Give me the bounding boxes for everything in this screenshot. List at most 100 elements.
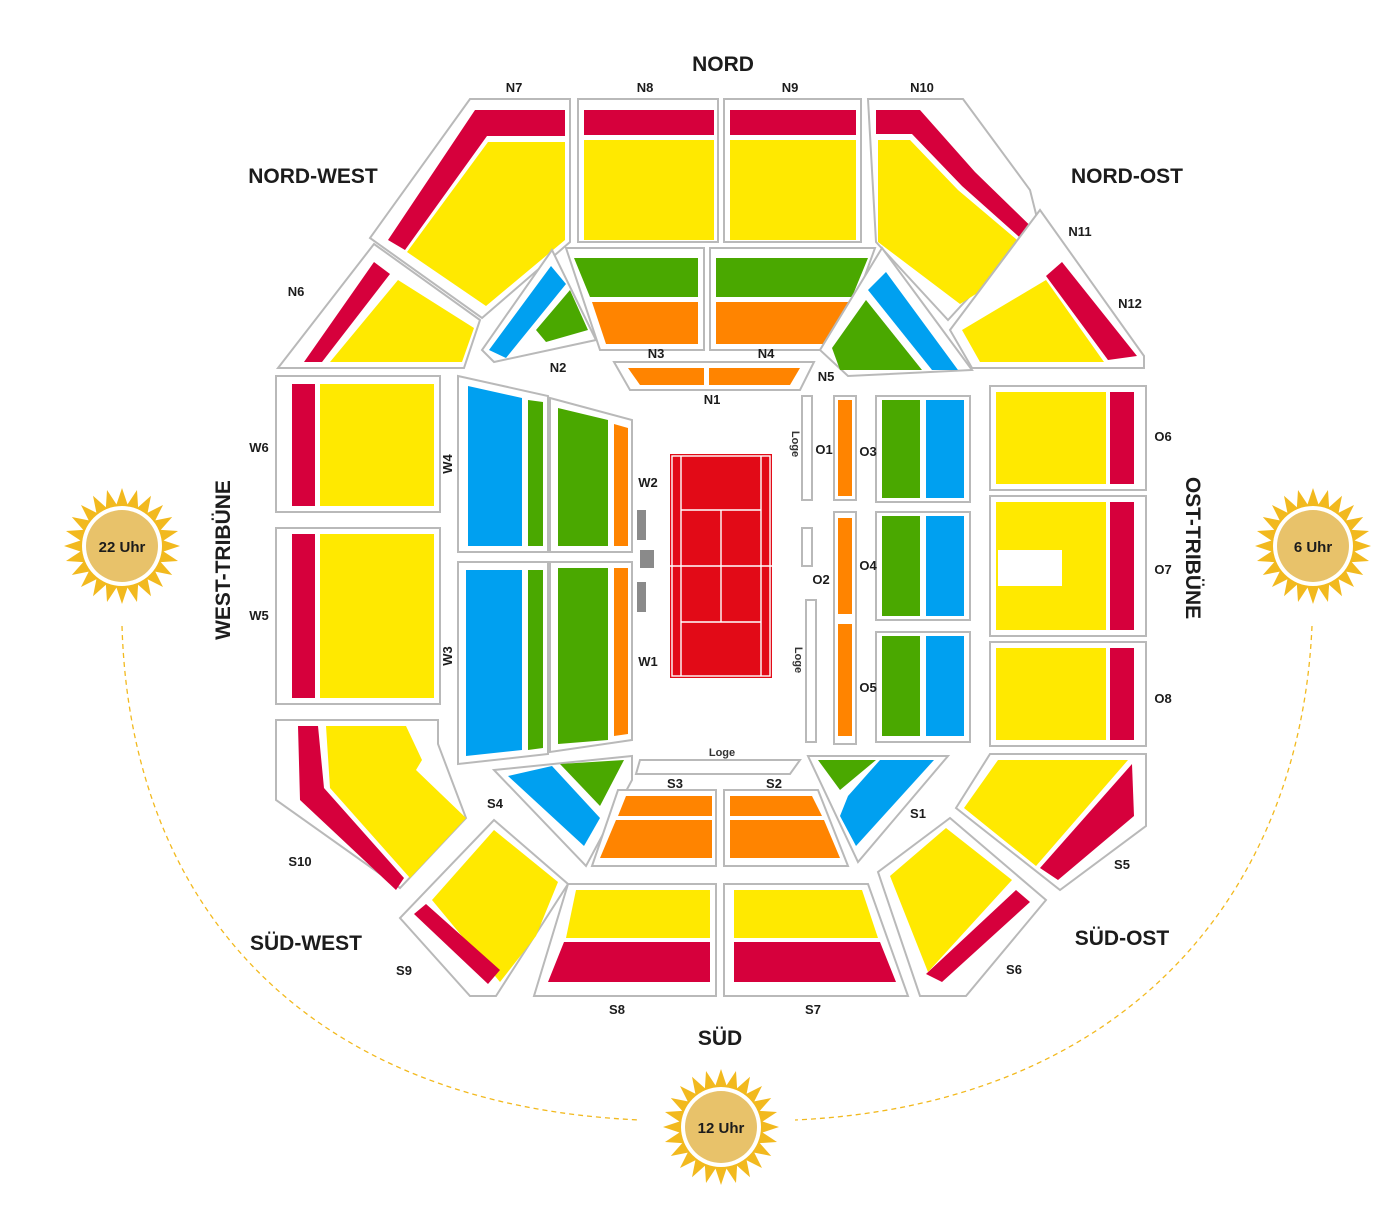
section-label-S9: S9 xyxy=(396,963,412,978)
section-S7[interactable] xyxy=(723,883,910,997)
section-label-N12: N12 xyxy=(1118,296,1142,311)
section-N2[interactable] xyxy=(480,248,598,364)
area-label-sued-ost: SÜD-OST xyxy=(1075,927,1170,950)
section-label-S8: S8 xyxy=(609,1002,625,1017)
section-label-N3: N3 xyxy=(648,346,665,361)
section-label-S10: S10 xyxy=(288,854,311,869)
section-S10[interactable] xyxy=(275,719,468,890)
section-label-W4: W4 xyxy=(440,453,455,473)
sun-time-south: 12 Uhr xyxy=(698,1120,745,1137)
section-label-N2: N2 xyxy=(550,360,567,375)
section-label-W2: W2 xyxy=(638,475,658,490)
sun-path-east xyxy=(794,625,1313,1121)
section-label-O3: O3 xyxy=(859,444,876,459)
sun-time-east: 6 Uhr xyxy=(1294,539,1333,556)
area-label-sued: SÜD xyxy=(698,1027,742,1050)
section-label-W6: W6 xyxy=(249,440,269,455)
section-O3[interactable] xyxy=(875,395,971,503)
section-N5[interactable] xyxy=(818,246,974,378)
section-S6[interactable] xyxy=(876,816,1048,997)
section-label-N6: N6 xyxy=(288,284,305,299)
section-S2[interactable] xyxy=(723,789,850,867)
section-label-N7: N7 xyxy=(506,80,523,95)
section-label-O6: O6 xyxy=(1154,429,1171,444)
area-label-nord: NORD xyxy=(692,53,754,76)
section-label-S5: S5 xyxy=(1114,857,1130,872)
section-label-S2: S2 xyxy=(766,776,782,791)
section-N7[interactable] xyxy=(368,98,571,320)
loge-east-lower xyxy=(805,599,817,743)
section-label-O1: O1 xyxy=(815,442,832,457)
area-label-ost: OST-TRIBÜNE xyxy=(1181,477,1204,619)
section-label-S1: S1 xyxy=(910,806,926,821)
section-S8[interactable] xyxy=(532,883,717,997)
section-label-S4: S4 xyxy=(487,796,504,811)
loge-east-small xyxy=(801,527,813,567)
section-label-W1: W1 xyxy=(638,654,658,669)
sun-icon-south xyxy=(663,1069,779,1185)
grey-blocks-west xyxy=(637,510,654,612)
section-S9[interactable] xyxy=(398,818,570,997)
section-S3[interactable] xyxy=(590,789,717,867)
loge-east-upper xyxy=(801,395,813,501)
section-label-O7: O7 xyxy=(1154,562,1171,577)
loge-label-east-upper: Loge xyxy=(789,431,801,457)
area-label-nord-ost: NORD-OST xyxy=(1071,165,1183,188)
tennis-court xyxy=(670,454,772,678)
section-O4[interactable] xyxy=(875,511,971,621)
section-label-W3: W3 xyxy=(440,646,455,666)
section-label-O4: O4 xyxy=(859,558,877,573)
section-W5[interactable] xyxy=(275,527,441,705)
loge-label-east-lower: Loge xyxy=(792,647,804,673)
section-label-S6: S6 xyxy=(1006,962,1022,977)
section-N4-upper[interactable] xyxy=(709,247,877,351)
section-O5[interactable] xyxy=(875,631,971,743)
section-W2[interactable] xyxy=(549,396,633,553)
section-label-N10: N10 xyxy=(910,80,934,95)
section-N6[interactable] xyxy=(275,242,482,369)
section-W3[interactable] xyxy=(457,561,549,766)
section-N10[interactable] xyxy=(866,98,1050,322)
area-label-west: WEST-TRIBÜNE xyxy=(212,480,235,640)
sun-core xyxy=(86,510,158,582)
section-N9[interactable] xyxy=(723,98,862,243)
section-W4[interactable] xyxy=(457,374,549,553)
section-O8[interactable] xyxy=(989,641,1147,747)
section-label-N1: N1 xyxy=(704,392,721,407)
section-S1[interactable] xyxy=(806,755,951,864)
section-N1[interactable] xyxy=(612,361,816,391)
section-O1[interactable] xyxy=(833,395,857,501)
sun-time-west: 22 Uhr xyxy=(99,539,146,556)
area-label-nord-west: NORD-WEST xyxy=(248,165,378,188)
section-label-W5: W5 xyxy=(249,608,269,623)
section-label-O8: O8 xyxy=(1154,691,1171,706)
section-S5[interactable] xyxy=(954,753,1147,892)
section-label-N9: N9 xyxy=(782,80,799,95)
section-label-S7: S7 xyxy=(805,1002,821,1017)
section-label-N4: N4 xyxy=(758,346,775,361)
loge-south xyxy=(634,759,802,775)
section-label-N8: N8 xyxy=(637,80,654,95)
section-label-N5: N5 xyxy=(818,369,835,384)
section-label-O2: O2 xyxy=(812,572,829,587)
section-N3-upper[interactable] xyxy=(564,247,705,351)
section-S4[interactable] xyxy=(491,754,633,868)
section-label-N11: N11 xyxy=(1068,224,1091,239)
section-O6[interactable] xyxy=(989,385,1147,491)
loge-label-south: Loge xyxy=(709,747,735,759)
section-label-O5: O5 xyxy=(859,680,876,695)
sun-core xyxy=(1277,510,1349,582)
sun-icon-east xyxy=(1255,488,1371,604)
area-label-sued-west: SÜD-WEST xyxy=(250,932,362,955)
sun-core xyxy=(685,1091,757,1163)
section-W6[interactable] xyxy=(275,375,441,513)
section-W1[interactable] xyxy=(549,561,633,754)
section-N12[interactable] xyxy=(948,208,1145,369)
section-O2[interactable] xyxy=(833,511,857,745)
section-N8[interactable] xyxy=(577,98,719,243)
section-O7[interactable] xyxy=(989,495,1147,637)
sun-path-west xyxy=(121,625,641,1121)
sun-icon-west xyxy=(64,488,180,604)
section-label-S3: S3 xyxy=(667,776,683,791)
